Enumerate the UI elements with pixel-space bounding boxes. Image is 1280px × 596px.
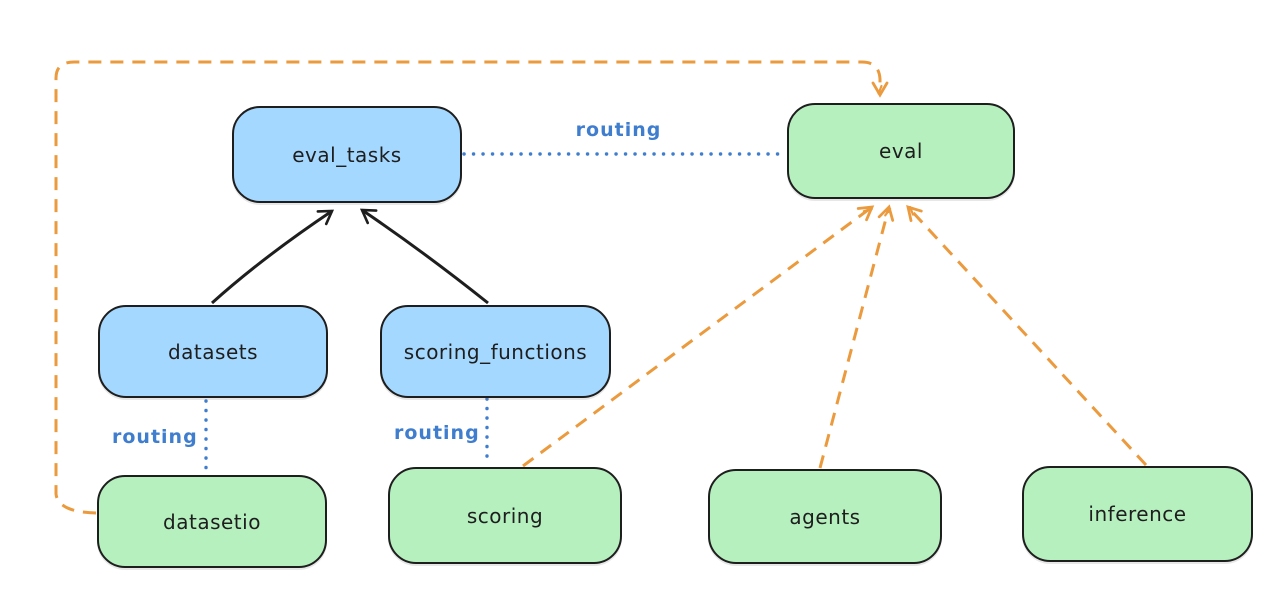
- edge-label-routing-top: routing: [575, 119, 662, 141]
- node-eval: eval: [787, 103, 1015, 199]
- node-agents-label: agents: [789, 504, 861, 529]
- node-eval-label: eval: [879, 139, 923, 163]
- node-inference-label: inference: [1088, 502, 1187, 526]
- node-scoring-functions: scoring_functions: [380, 305, 611, 398]
- edge-label-routing-left: routing: [112, 426, 198, 448]
- node-datasets-label: datasets: [167, 339, 259, 364]
- edge-scoring-functions-to-eval-tasks: [359, 208, 489, 305]
- node-datasetio-label: datasetio: [163, 509, 261, 534]
- node-datasetio: datasetio: [97, 475, 327, 568]
- node-scoring-functions-label: scoring_functions: [403, 339, 588, 364]
- node-eval-tasks: eval_tasks: [232, 106, 462, 203]
- edge-agents-to-eval: [818, 204, 895, 469]
- node-datasets: datasets: [98, 305, 328, 398]
- node-scoring-label: scoring: [466, 503, 544, 528]
- edge-label-routing-middle: routing: [394, 422, 480, 444]
- edge-inference-to-eval: [906, 204, 1148, 467]
- node-agents: agents: [708, 469, 942, 564]
- node-eval-tasks-label: eval_tasks: [292, 142, 402, 167]
- edge-datasets-to-eval-tasks: [210, 209, 335, 305]
- node-scoring: scoring: [388, 467, 622, 564]
- node-inference: inference: [1022, 466, 1253, 562]
